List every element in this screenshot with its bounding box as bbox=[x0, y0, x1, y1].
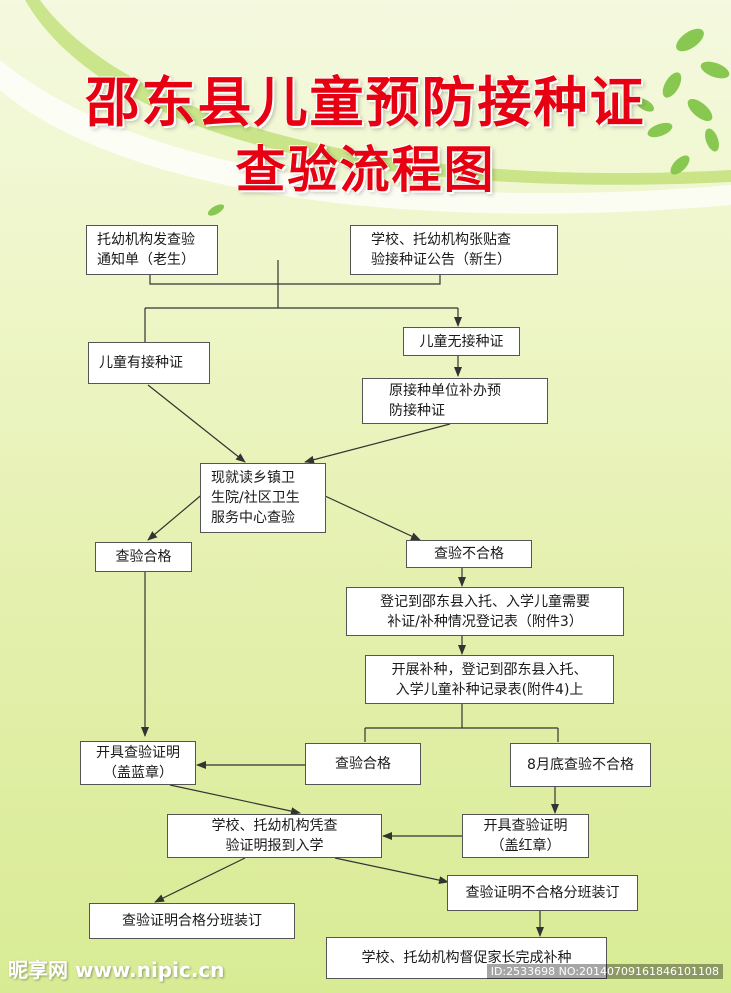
pass-left-box: 查验合格 bbox=[95, 542, 192, 572]
fail-box: 查验不合格 bbox=[406, 540, 532, 568]
watermark-logo: 昵享网 www.nipic.cn bbox=[8, 958, 225, 982]
has-cert-box: 儿童有接种证 bbox=[88, 342, 210, 384]
cert-blue-box: 开具查验证明 （盖蓝章） bbox=[80, 741, 196, 785]
leaves-icon bbox=[207, 28, 730, 216]
announcement-box: 学校、托幼机构张贴查 验接种证公告（新生） bbox=[350, 225, 558, 275]
page-title: 邵东县儿童预防接种证 bbox=[85, 71, 646, 134]
register-box: 登记到邵东县入托、入学儿童需要 补证/补种情况登记表（附件3） bbox=[346, 587, 624, 636]
urge-parents-box: 学校、托幼机构督促家长完成补种 bbox=[326, 937, 607, 979]
school-report-box: 学校、托幼机构凭查 验证明报到入学 bbox=[167, 814, 382, 858]
notice-box: 托幼机构发查验 通知单（老生） bbox=[86, 225, 218, 275]
pass-right-box: 查验合格 bbox=[305, 743, 421, 785]
inspection-box: 现就读乡镇卫 生院/社区卫生 服务中心查验 bbox=[200, 463, 326, 533]
class-fail-box: 查验证明不合格分班装订 bbox=[447, 875, 638, 911]
cert-red-box: 开具查验证明 （盖红章） bbox=[462, 814, 589, 858]
watermark-id: ID:2533698 NO:20140709161846101108 bbox=[486, 964, 723, 979]
reissue-box: 原接种单位补办预 防接种证 bbox=[362, 378, 548, 424]
vaccinate-box: 开展补种，登记到邵东县入托、 入学儿童补种记录表(附件4)上 bbox=[365, 655, 614, 704]
decorative-swoosh bbox=[0, 0, 731, 216]
class-pass-box: 查验证明合格分班装订 bbox=[89, 903, 295, 939]
no-cert-box: 儿童无接种证 bbox=[403, 327, 520, 356]
august-fail-box: 8月底查验不合格 bbox=[510, 743, 651, 787]
page-subtitle: 查验流程图 bbox=[235, 141, 496, 199]
